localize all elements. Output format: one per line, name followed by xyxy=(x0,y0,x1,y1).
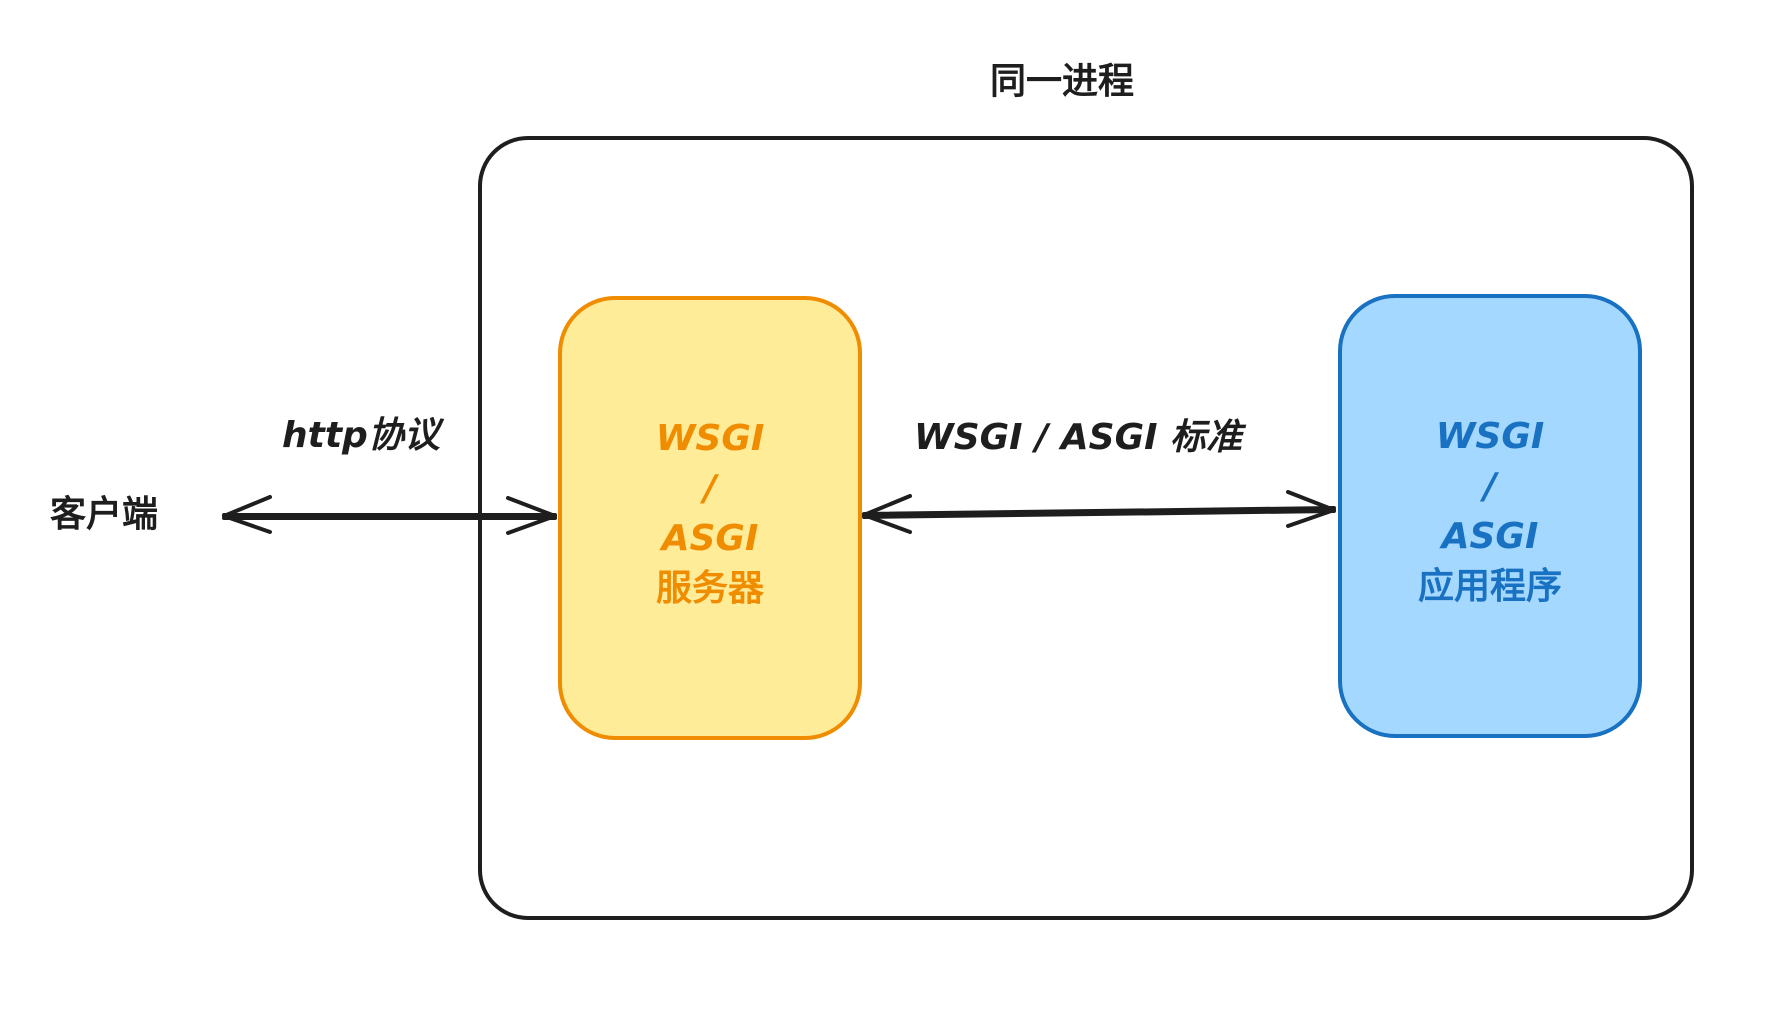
app-line-wsgi: WSGI xyxy=(1435,416,1545,457)
standard-arrow xyxy=(862,490,1336,534)
process-label: 同一进程 xyxy=(990,61,1135,102)
arrowhead-left xyxy=(222,495,272,534)
server-line-asgi: ASGI xyxy=(661,518,759,559)
process-container xyxy=(478,136,1694,920)
server-line-wsgi: WSGI xyxy=(655,418,765,459)
app-box xyxy=(1338,294,1642,738)
server-box xyxy=(558,296,862,740)
server-line-name: 服务器 xyxy=(655,568,764,609)
arrowhead-left xyxy=(862,494,912,534)
server-box-text: WSGI / ASGI 服务器 xyxy=(560,414,860,614)
standard-label: WSGI / ASGI 标准 xyxy=(914,417,1243,458)
http-protocol-label: http协议 xyxy=(282,415,440,456)
app-line-slash: / xyxy=(1483,466,1497,507)
arrowhead-right xyxy=(506,496,557,535)
http-arrow xyxy=(222,495,557,535)
server-line-slash: / xyxy=(703,468,717,509)
app-line-asgi: ASGI xyxy=(1441,516,1539,557)
app-line-name: 应用程序 xyxy=(1417,566,1562,607)
client-label: 客户端 xyxy=(50,494,159,535)
app-box-text: WSGI / ASGI 应用程序 xyxy=(1340,412,1640,612)
arrowhead-right xyxy=(1286,490,1336,528)
